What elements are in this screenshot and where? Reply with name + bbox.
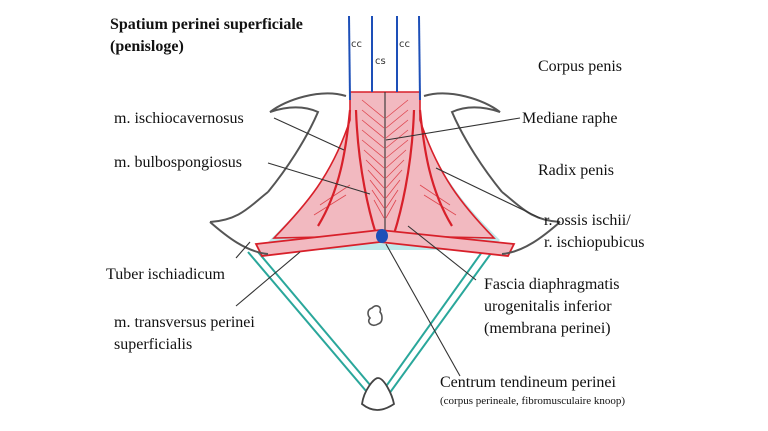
label-ischiocavernosus: m. ischiocavernosus [114,110,244,127]
label-ramus-line1: r. ossis ischii/ [544,212,631,229]
label-tuber-ischiadicum: Tuber ischiadicum [106,266,225,283]
label-bulbospongiosus: m. bulbospongiosus [114,154,243,171]
diagram-title: Spatium perinei superficiale [110,16,303,33]
label-centrum-tendineum-note: (corpus perineale, fibromusculaire knoop… [440,395,626,407]
label-fascia-line3: (membrana perinei) [484,320,611,337]
label-radix-penis: Radix penis [538,162,614,179]
corpora-lines [348,15,421,101]
label-fascia-line1: Fascia diaphragmatis [484,276,620,293]
bulbospongiosus-hatching [313,99,457,219]
label-transversus-line2: superficialis [114,336,193,353]
ischiopubic-rami [209,92,561,255]
label-fascia-line2: urogenitalis inferior [484,298,612,315]
centrum-tendineum-node [376,229,388,243]
urogenital-triangle-outline [247,251,493,399]
label-ramus-line2: r. ischiopubicus [544,234,645,251]
diagram-subtitle: (penisloge) [110,38,184,55]
corpus-cavernosum-left-label: cc [351,39,362,50]
anus-outline [367,305,383,327]
corpus-cavernosum-right-label: cc [399,39,410,50]
label-corpus-penis: Corpus penis [538,58,622,75]
ischiocavernosus-outline [317,109,453,235]
corpus-spongiosum-label: cs [375,56,386,67]
coccyx-outline [361,377,396,411]
label-mediane-raphe: Mediane raphe [522,110,618,127]
leader-lines [235,117,541,377]
muscle-mass [272,91,496,239]
label-transversus-line1: m. transversus perinei [114,314,255,331]
label-centrum-tendineum: Centrum tendineum perinei [440,374,616,391]
